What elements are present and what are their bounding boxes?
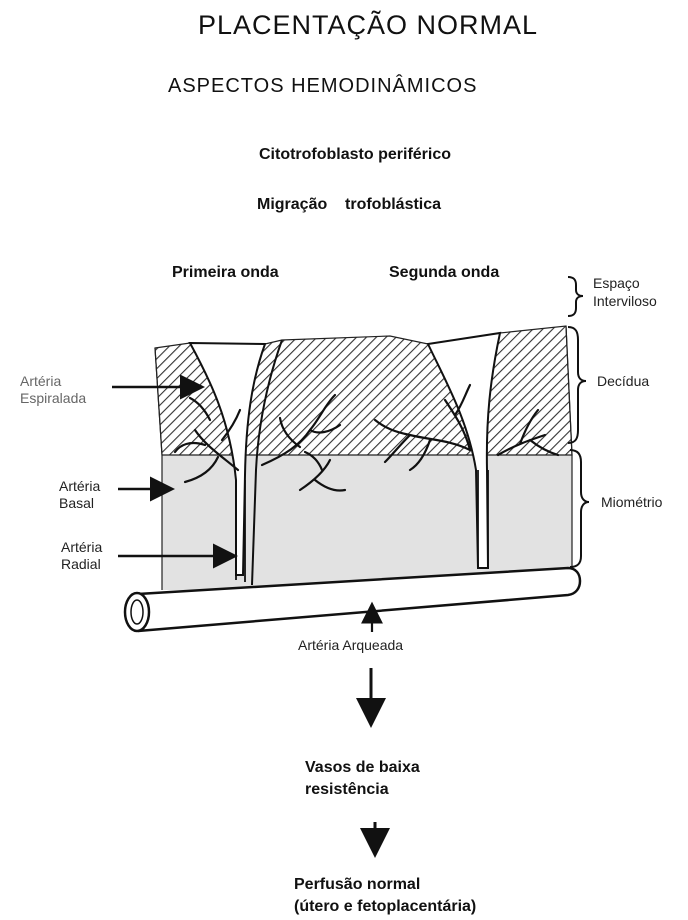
label-radial-artery-line2: Radial xyxy=(61,556,102,573)
flow-step1-line1: Vasos de baixa xyxy=(305,757,420,779)
label-radial-artery-line1: Artéria xyxy=(61,539,102,556)
flow-step-low-resistance: Vasos de baixa resistência xyxy=(305,757,420,801)
label-basal-artery-line1: Artéria xyxy=(59,478,100,495)
label-myometrium: Miométrio xyxy=(601,494,662,510)
label-decidua: Decídua xyxy=(597,373,649,389)
flow-step2-line2: (útero e fetoplacentária) xyxy=(294,896,476,918)
label-spiral-artery: Artéria Espiralada xyxy=(20,373,86,407)
label-radial-artery: Artéria Radial xyxy=(61,539,102,573)
flow-step2-line1: Perfusão normal xyxy=(294,874,476,896)
label-intervillous-line2: Interviloso xyxy=(593,292,657,310)
label-spiral-artery-line1: Artéria xyxy=(20,373,86,390)
flow-step1-line2: resistência xyxy=(305,779,420,801)
label-intervillous-line1: Espaço xyxy=(593,274,657,292)
myometrium-block xyxy=(162,455,572,590)
label-spiral-artery-line2: Espiralada xyxy=(20,390,86,407)
flow-step-normal-perfusion: Perfusão normal (útero e fetoplacentária… xyxy=(294,874,476,918)
arcuate-artery-opening xyxy=(125,593,149,631)
label-basal-artery-line2: Basal xyxy=(59,495,100,512)
label-basal-artery: Artéria Basal xyxy=(59,478,100,512)
label-intervillous-space: Espaço Interviloso xyxy=(593,274,657,310)
label-arcuate-artery: Artéria Arqueada xyxy=(298,637,403,653)
